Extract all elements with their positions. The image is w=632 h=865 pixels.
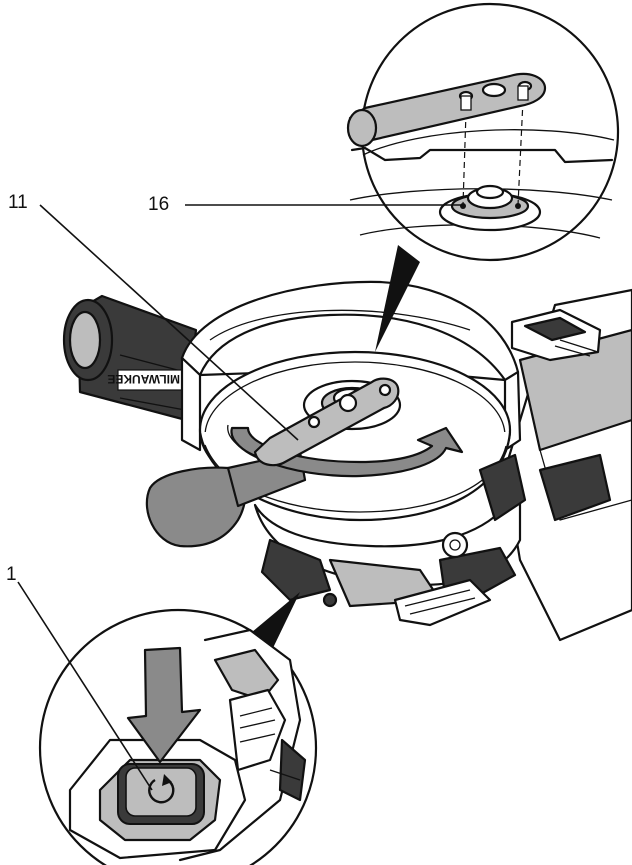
arrow-down-icon: [126, 646, 202, 764]
callout-label-11: 11: [8, 192, 28, 213]
detail-circle-top: [346, 2, 620, 352]
gear-head: [253, 453, 527, 627]
callout-11: 11: [8, 192, 299, 441]
brand-mark: MILWAUKEE: [107, 372, 180, 386]
side-handle: MILWAUKEE: [62, 294, 198, 422]
callout-label-1: 1: [6, 564, 17, 585]
callout-16: 16: [148, 194, 462, 215]
pin-spanner: [253, 377, 400, 467]
callout-label-16: 16: [148, 194, 169, 215]
callout-1: 1: [6, 564, 153, 791]
grinder-body: [503, 288, 632, 642]
detail-circle-bottom: [38, 592, 318, 865]
